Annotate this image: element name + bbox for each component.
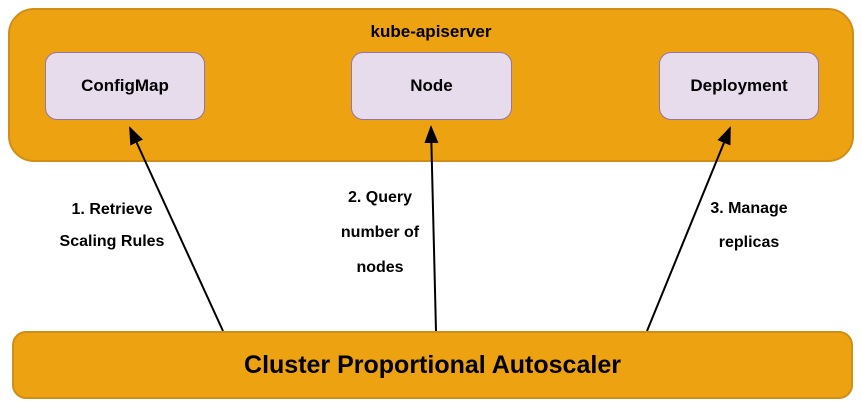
node-label: Node [410, 76, 453, 95]
step-line: 2. Query [347, 189, 413, 206]
autoscaler-title: Cluster Proportional Autoscaler [244, 350, 621, 379]
deployment-label: Deployment [690, 76, 788, 95]
step-label-manage-replicas: 3. Manage replicas [664, 192, 834, 260]
autoscaler-bar: Cluster Proportional Autoscaler [12, 331, 853, 399]
step-line: number of [340, 224, 420, 241]
configmap-label: ConfigMap [81, 76, 169, 95]
step-line: 1. Retrieve [71, 201, 153, 218]
configmap-box: ConfigMap [45, 52, 205, 120]
step-line: nodes [356, 259, 404, 276]
step-label-retrieve-scaling-rules: 1. Retrieve Scaling Rules [27, 194, 197, 258]
deployment-box: Deployment [659, 52, 819, 120]
kube-apiserver-title: kube-apiserver [370, 22, 492, 41]
node-box: Node [351, 52, 512, 120]
step-line: Scaling Rules [59, 233, 165, 250]
step-line: replicas [718, 234, 780, 251]
step-label-query-number-of-nodes: 2. Query number of nodes [295, 180, 465, 285]
kube-apiserver-container: kube-apiserver ConfigMap Node Deployment [8, 8, 854, 162]
step-line: 3. Manage [710, 200, 788, 217]
